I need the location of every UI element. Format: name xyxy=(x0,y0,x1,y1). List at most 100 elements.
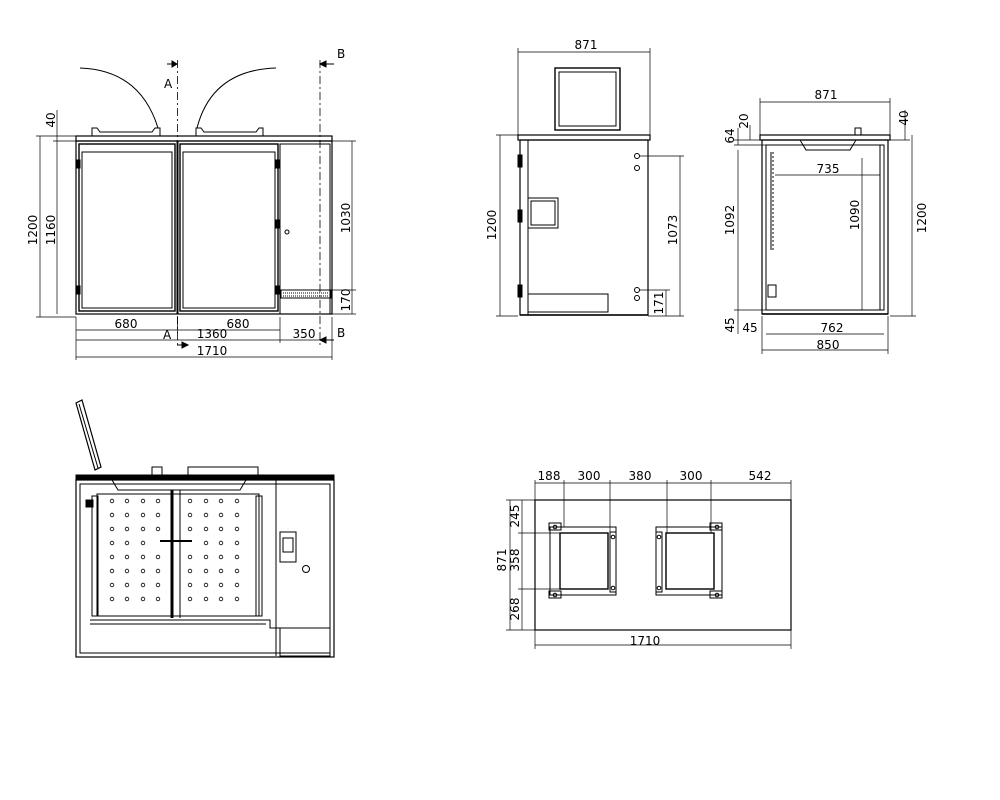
side-base-tray xyxy=(528,293,609,313)
left-door-inner xyxy=(81,151,173,309)
plan-dim-total-depth: 871 xyxy=(495,549,509,572)
section-top-holder xyxy=(854,127,862,136)
section-b-label-bottom: B xyxy=(337,326,345,340)
section-dim-total-width: 850 xyxy=(817,338,840,352)
section-b-label-top: B xyxy=(337,47,345,61)
drain-pipe xyxy=(262,619,280,629)
front-dimension-lines xyxy=(36,110,356,360)
tray-left-edge xyxy=(91,495,99,617)
side-hole xyxy=(634,295,640,301)
left-door-swing-arc xyxy=(79,67,159,129)
left-lid-handle xyxy=(91,127,161,136)
front-view-labels: A A B B 1200 1160 40 1030 170 680 680 13… xyxy=(26,47,353,358)
plan-dim-v1: 245 xyxy=(508,505,522,528)
plan-dim-d4: 300 xyxy=(680,469,703,483)
section-dim-top-right: 40 xyxy=(897,110,911,125)
plan-outline xyxy=(534,499,792,631)
section-a-label-bottom: A xyxy=(163,328,172,342)
hinge xyxy=(76,159,81,169)
front-body xyxy=(75,140,333,315)
drip-tray xyxy=(280,289,332,299)
plan-dim-d2: 300 xyxy=(578,469,601,483)
tray-right-edge xyxy=(255,495,263,617)
plan-dimension-lines xyxy=(506,480,792,649)
right-door-inner xyxy=(182,151,276,309)
raised-lid xyxy=(75,399,102,471)
plan-dim-d5: 542 xyxy=(749,469,772,483)
open-body xyxy=(75,479,335,658)
side-hole xyxy=(634,165,640,171)
side-view-labels: 871 1200 1073 171 xyxy=(485,38,680,314)
section-a-label-top: A xyxy=(164,77,173,91)
side-hinge xyxy=(517,154,523,168)
right-lid-handle xyxy=(195,127,264,136)
dim-body-height: 1160 xyxy=(44,215,58,246)
dim-total-height: 1200 xyxy=(26,215,40,246)
section-dim-total-height: 1200 xyxy=(915,203,929,234)
plan-view-labels: 188 300 380 300 542 871 245 358 268 1710 xyxy=(495,469,771,648)
side-hinge xyxy=(517,209,523,223)
hinge xyxy=(275,159,280,169)
dim-top-thickness: 40 xyxy=(44,112,58,127)
valve-icon xyxy=(85,499,94,508)
side-dimension-lines xyxy=(496,48,684,317)
plan-view xyxy=(506,480,792,649)
side-panel-plate xyxy=(527,197,559,229)
dim-doors-total: 1360 xyxy=(197,327,228,341)
open-lid xyxy=(554,67,621,131)
section-dim-base-width: 762 xyxy=(821,321,844,335)
front-view xyxy=(36,60,356,360)
lock-knob xyxy=(284,229,290,235)
dim-side-height: 1030 xyxy=(339,203,353,234)
right-door-swing-arc xyxy=(196,67,277,129)
plan-dim-v3: 268 xyxy=(508,598,522,621)
side-hole xyxy=(634,287,640,293)
side-dim-width: 871 xyxy=(575,38,598,52)
plan-dim-total-width: 1710 xyxy=(630,634,661,648)
hinge xyxy=(76,285,81,295)
right-door xyxy=(179,143,279,312)
section-tap xyxy=(767,284,777,298)
top-plate-bold xyxy=(75,474,335,481)
section-dim-top-left-a: 20 xyxy=(737,113,751,128)
dim-side-width: 350 xyxy=(293,327,316,341)
plan-dim-d1: 188 xyxy=(538,469,561,483)
hinge xyxy=(275,285,280,295)
plan-dim-d3: 380 xyxy=(629,469,652,483)
side-top-plate xyxy=(517,134,651,141)
section-view xyxy=(734,98,916,354)
side-lock-knob xyxy=(302,565,310,573)
side-view xyxy=(496,48,684,317)
dim-total-width: 1710 xyxy=(197,344,228,358)
section-dim-bottom-left: 45 xyxy=(723,317,737,332)
hinge xyxy=(275,219,280,229)
front-top-plate xyxy=(75,135,333,142)
section-dim-bottom-left-offset: 45 xyxy=(742,321,757,335)
lid-handle-left xyxy=(151,466,163,476)
section-dim-left-height: 1092 xyxy=(723,205,737,236)
dim-door-left: 680 xyxy=(115,317,138,331)
left-door xyxy=(78,143,176,312)
side-hinge xyxy=(517,284,523,298)
dim-door-right: 680 xyxy=(227,317,250,331)
section-dim-inner-height: 1090 xyxy=(848,200,862,231)
section-dimension-lines xyxy=(734,98,916,354)
dim-side-bottom: 170 xyxy=(339,289,353,312)
side-tap-box xyxy=(279,531,297,563)
side-cabinet xyxy=(279,143,331,315)
section-dim-top-left-b: 64 xyxy=(723,128,737,143)
plan-dim-v2: 358 xyxy=(508,549,522,572)
section-dim-top-width: 871 xyxy=(815,88,838,102)
lid-handle-right xyxy=(187,466,259,476)
section-view-labels: 871 40 20 64 735 1090 1092 1200 45 45 76… xyxy=(723,88,929,352)
drip-tray-open xyxy=(279,627,331,657)
top-open-view xyxy=(75,399,335,658)
section-dim-inner-width: 735 xyxy=(817,162,840,176)
section-top-plate xyxy=(759,134,891,141)
tray-perforations xyxy=(109,498,240,602)
side-dim-bottom: 171 xyxy=(652,292,666,315)
side-dim-inner-height: 1073 xyxy=(666,215,680,246)
inner-tub-top xyxy=(111,479,247,491)
perforated-tray xyxy=(96,493,260,617)
